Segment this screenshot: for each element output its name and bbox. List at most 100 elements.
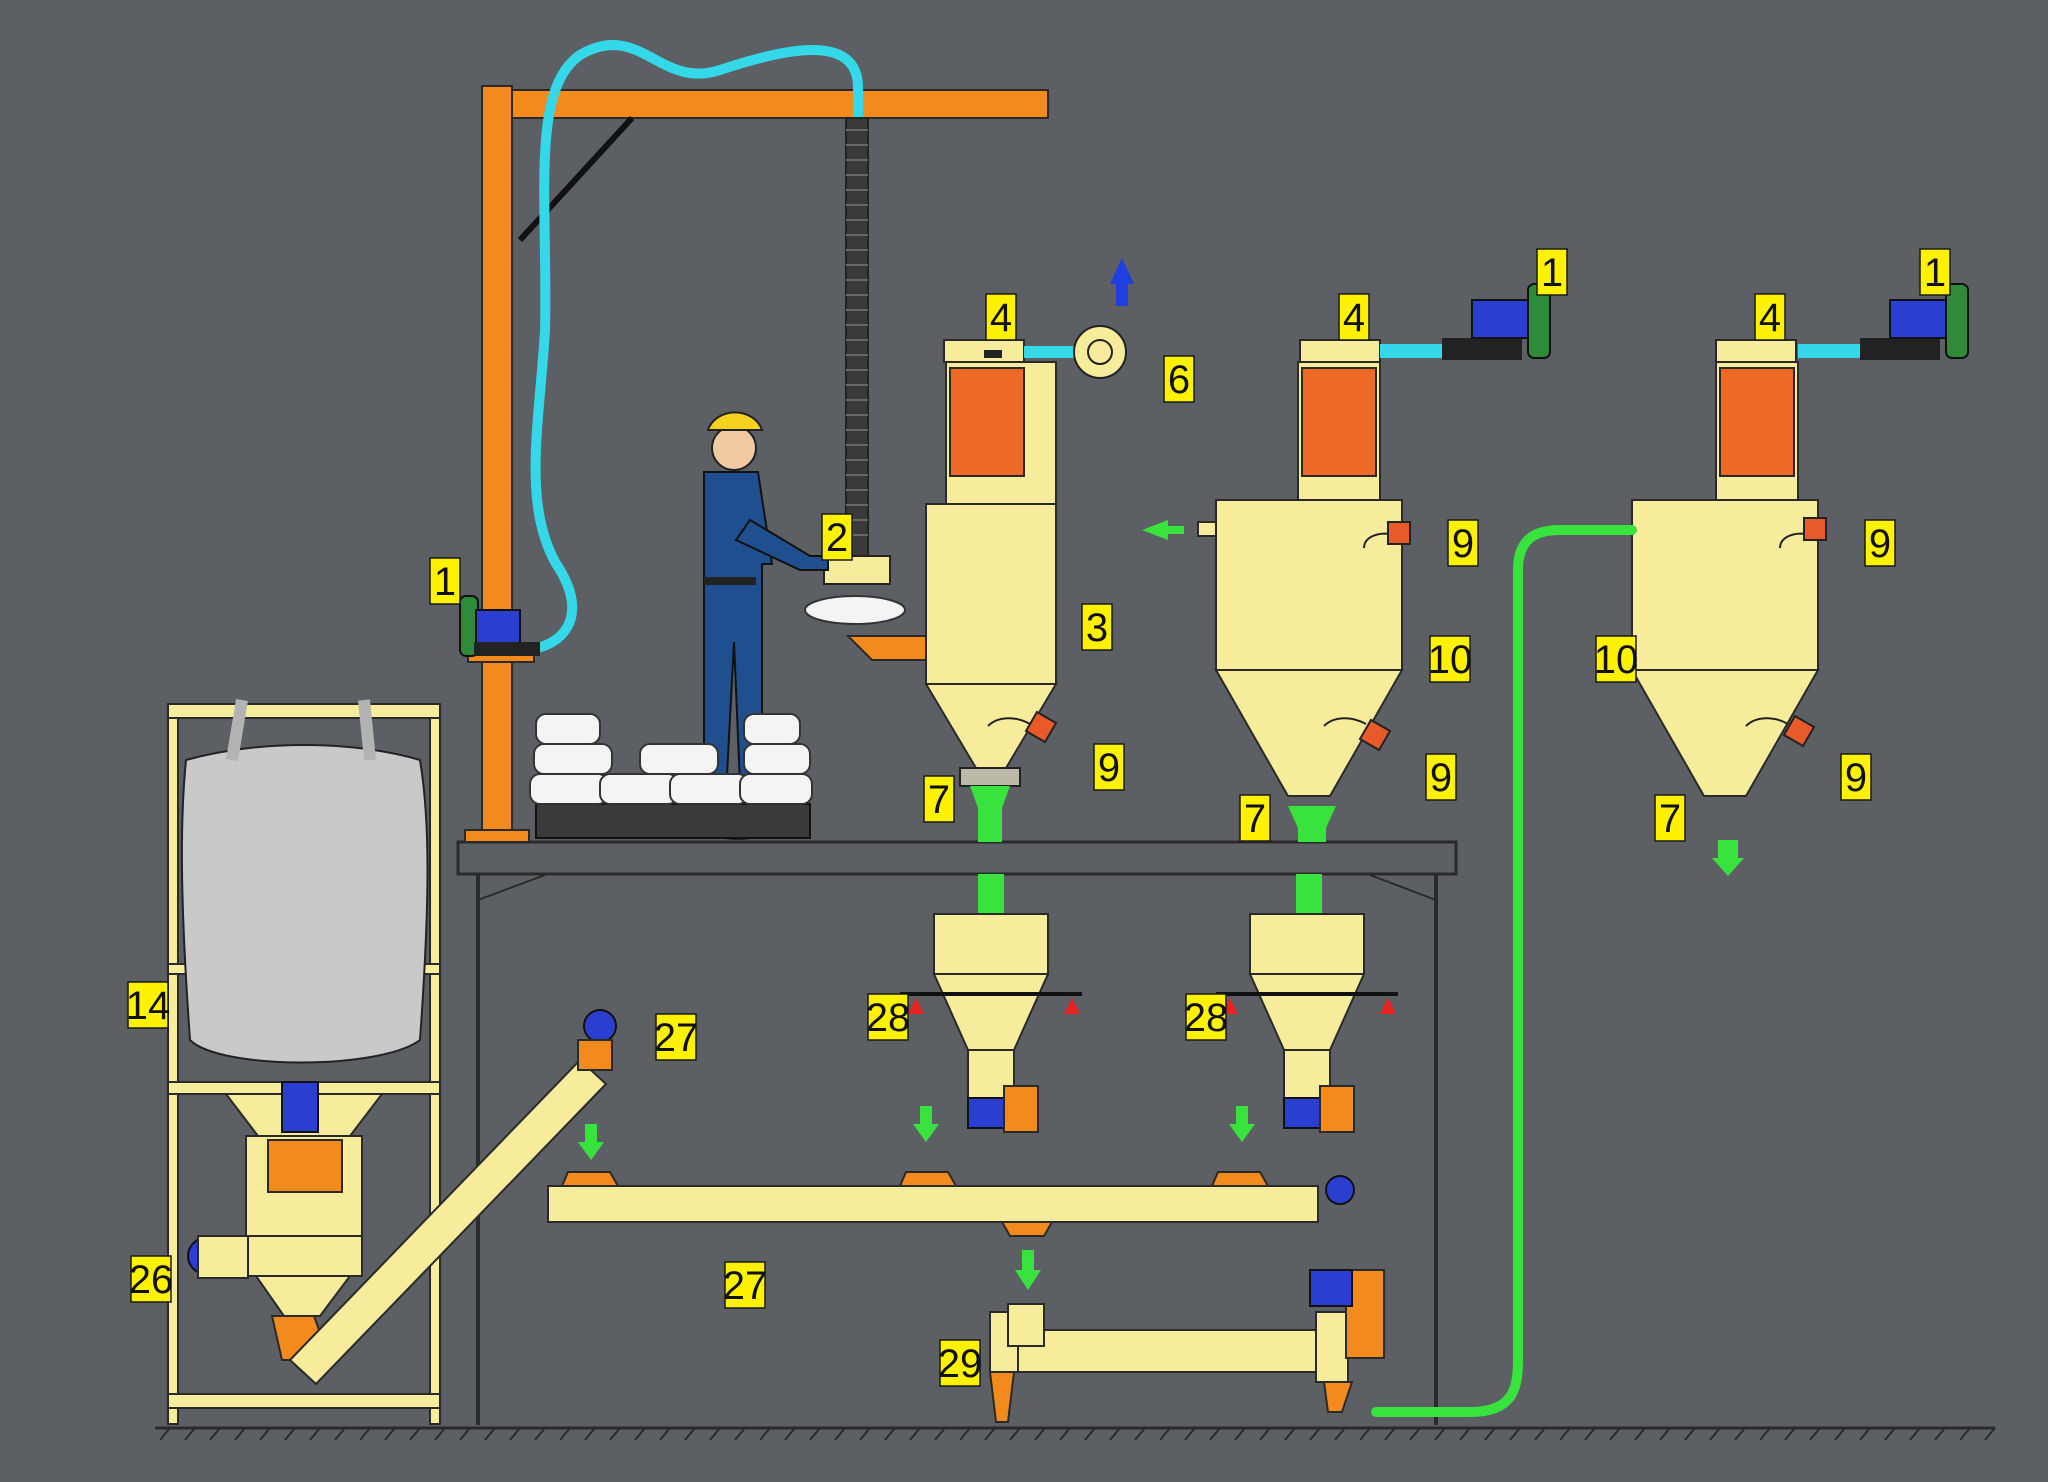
callout-27: 27 (654, 1013, 699, 1061)
callout-label: 4 (1759, 296, 1781, 340)
callout-box (127, 981, 169, 1029)
callout-label: 9 (1869, 522, 1891, 566)
callout-9: 9 (1425, 753, 1457, 801)
bag-pallet (529, 713, 813, 839)
callout-label: 9 (1098, 746, 1120, 790)
callout-28: 28 (866, 993, 911, 1041)
callout-box (1338, 293, 1370, 341)
callout-label: 7 (928, 778, 950, 822)
callout-7: 7 (923, 775, 955, 823)
receiver-2 (1197, 283, 1551, 797)
bulk-bag-discharger (167, 699, 441, 1425)
callout-9: 9 (1447, 519, 1479, 567)
callout-box (429, 557, 461, 605)
callout-box (1754, 293, 1786, 341)
callout-label: 9 (1845, 756, 1867, 800)
callout-box (821, 513, 853, 561)
callout-1: 1 (1919, 248, 1951, 296)
callout-label: 7 (1659, 797, 1681, 841)
callout-label: 14 (126, 984, 171, 1028)
callout-box (130, 1255, 172, 1303)
incline-screw-conveyor (288, 1009, 617, 1386)
callout-label: 26 (129, 1258, 174, 1302)
callout-label: 9 (1452, 522, 1474, 566)
callout-7: 7 (1239, 794, 1271, 842)
callout-box (1447, 519, 1479, 567)
callout-box (1919, 248, 1951, 296)
callout-box (1081, 603, 1113, 651)
callouts: 1 1 1 2 3 4 4 4 6 7 7 7 9 9 9 9 9 10 10 14 26 27 27 28 28 29 (126, 248, 1951, 1387)
callout-label: 10 (1594, 638, 1639, 682)
callout-9: 9 (1864, 519, 1896, 567)
callout-box (1163, 355, 1195, 403)
callout-3: 3 (1081, 603, 1113, 651)
callout-box (1595, 635, 1637, 683)
callout-label: 7 (1244, 797, 1266, 841)
callout-label: 1 (434, 560, 456, 604)
callout-label: 27 (723, 1264, 768, 1308)
callout-10: 10 (1428, 635, 1473, 683)
callout-4: 4 (985, 293, 1017, 341)
callout-9: 9 (1840, 753, 1872, 801)
callout-label: 27 (654, 1016, 699, 1060)
callout-box (1425, 753, 1457, 801)
callout-26: 26 (129, 1255, 174, 1303)
callout-box (1429, 635, 1471, 683)
callout-label: 3 (1086, 606, 1108, 650)
callout-label: 1 (1924, 251, 1946, 295)
callout-label: 28 (1184, 996, 1229, 1040)
vacuum-hose (515, 40, 864, 655)
level-probes (987, 517, 1827, 752)
callout-4: 4 (1754, 293, 1786, 341)
callout-label: 6 (1168, 358, 1190, 402)
callout-box (939, 1339, 981, 1387)
callout-10: 10 (1594, 635, 1639, 683)
callout-1: 1 (429, 557, 461, 605)
exhaust-arrow (1110, 258, 1134, 306)
bag-dump-receiver (845, 325, 1127, 787)
transfer-screw-conveyor (988, 1269, 1385, 1423)
callout-box (867, 993, 909, 1041)
callout-box (1864, 519, 1896, 567)
callout-box (724, 1261, 766, 1309)
callout-9: 9 (1093, 743, 1125, 791)
callout-box (923, 775, 955, 823)
callout-27: 27 (723, 1261, 768, 1309)
callout-2: 2 (821, 513, 853, 561)
callout-box (1185, 993, 1227, 1041)
callout-1: 1 (1536, 248, 1568, 296)
weigh-hopper-1 (900, 913, 1082, 1133)
callout-14: 14 (126, 981, 171, 1029)
callout-box (1239, 794, 1271, 842)
callout-box (1654, 794, 1686, 842)
callout-label: 29 (938, 1342, 983, 1386)
weigh-hopper-2 (1216, 913, 1398, 1133)
load-cells (908, 998, 1396, 1014)
callout-box (1093, 743, 1125, 791)
callout-label: 4 (990, 296, 1012, 340)
floor (155, 1426, 1996, 1441)
jib-crane (464, 85, 1049, 843)
callout-29: 29 (938, 1339, 983, 1387)
callout-label: 1 (1541, 251, 1563, 295)
flow-chutes (970, 786, 1336, 914)
conveying-line (1371, 525, 1637, 1417)
callout-label: 9 (1430, 756, 1452, 800)
callout-6: 6 (1163, 355, 1195, 403)
crane-blower (459, 595, 540, 657)
callout-box (1840, 753, 1872, 801)
callout-7: 7 (1654, 794, 1686, 842)
callout-label: 10 (1428, 638, 1473, 682)
vacuum-lifter (804, 117, 906, 625)
callout-label: 4 (1343, 296, 1365, 340)
callout-label: 28 (866, 996, 911, 1040)
callout-box (655, 1013, 697, 1061)
callout-box (1536, 248, 1568, 296)
callout-box (985, 293, 1017, 341)
mezzanine-platform (456, 840, 1458, 1425)
callout-label: 2 (826, 516, 848, 560)
callout-28: 28 (1184, 993, 1229, 1041)
receiver-3 (1630, 283, 1969, 797)
horizontal-screw-conveyor (547, 1171, 1355, 1237)
